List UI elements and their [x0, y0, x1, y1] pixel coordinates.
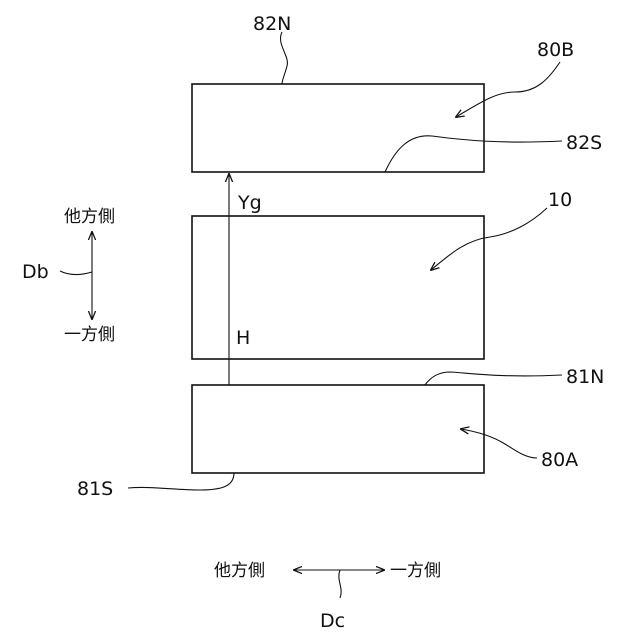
leader-dc — [339, 570, 341, 598]
label-82n: 82N — [253, 13, 291, 35]
label-81n: 81N — [566, 366, 604, 388]
label-h: H — [236, 327, 250, 349]
db-other-side: 他方側 — [64, 207, 115, 227]
db-symbol: Db — [22, 261, 49, 283]
magnet-80b-box — [192, 84, 484, 172]
dc-other-side: 他方側 — [214, 561, 265, 581]
dc-symbol: Dc — [320, 610, 345, 632]
magnet-80a-box — [192, 385, 484, 473]
label-80b: 80B — [537, 39, 574, 61]
label-yg: Yg — [237, 192, 262, 214]
leader-81n — [425, 372, 562, 385]
leader-82n — [280, 32, 287, 84]
label-81s: 81S — [77, 478, 113, 500]
dc-one-side: 一方側 — [390, 561, 441, 581]
leader-81s — [128, 473, 234, 490]
label-80a: 80A — [541, 449, 578, 471]
label-82s: 82S — [566, 132, 602, 154]
db-one-side: 一方側 — [64, 325, 115, 345]
leader-db — [60, 271, 92, 275]
label-10: 10 — [548, 189, 572, 211]
